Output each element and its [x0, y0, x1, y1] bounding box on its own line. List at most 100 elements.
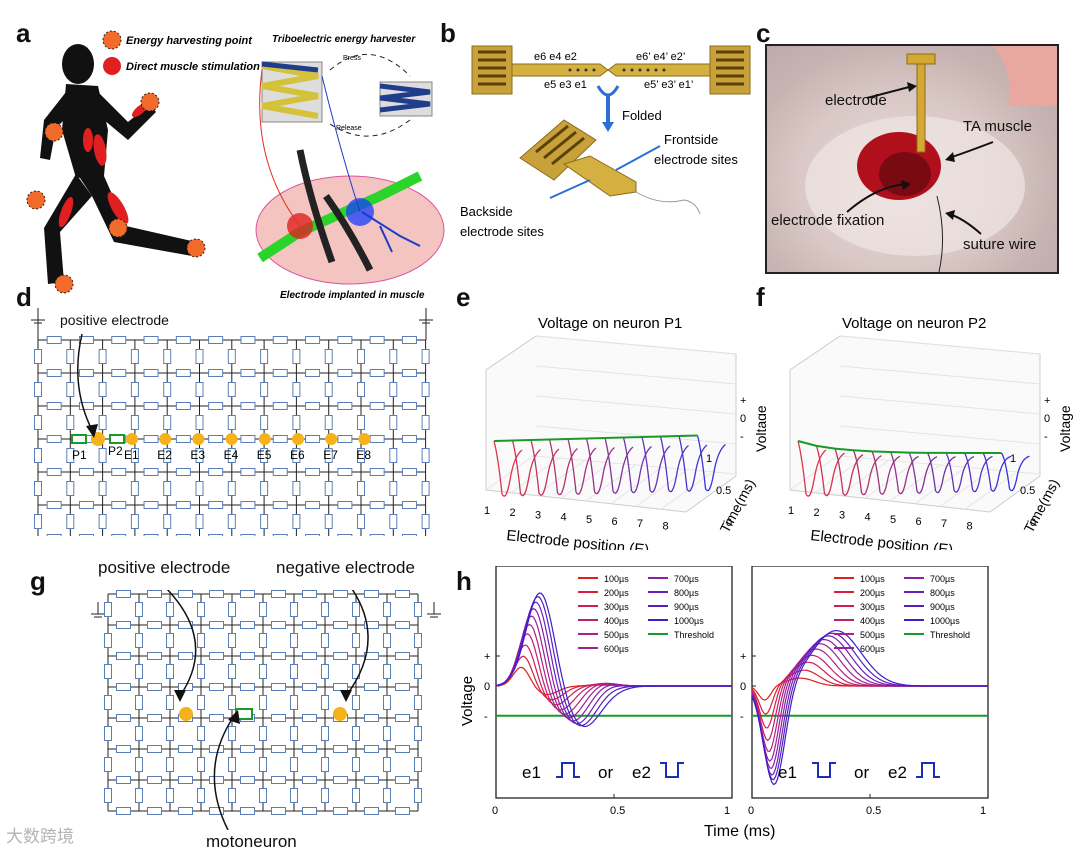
time-tick: 0	[1030, 517, 1036, 529]
resistor	[116, 714, 131, 722]
resistor	[143, 534, 159, 536]
x-tick: 0	[748, 805, 754, 817]
teh-device-left	[261, 61, 323, 123]
resistor	[147, 745, 162, 753]
resistor	[401, 501, 417, 509]
legend-label: 1000µs	[674, 616, 704, 626]
lead-blue	[321, 75, 361, 213]
resistor	[290, 726, 298, 741]
resistor	[78, 336, 94, 344]
resistor	[369, 534, 385, 536]
resistor	[321, 757, 329, 772]
resistor	[364, 745, 379, 753]
time-tick: 1	[1010, 453, 1016, 465]
resistor	[292, 481, 301, 496]
resistor	[414, 726, 422, 741]
legend-label: 600µs	[860, 644, 885, 654]
x-tick: 4	[561, 512, 567, 524]
resistor	[352, 726, 360, 741]
resistor	[290, 602, 298, 617]
resistor	[166, 602, 174, 617]
grid-line	[939, 470, 991, 507]
resistor	[34, 382, 42, 397]
x-axis-label: Electrode position (E)	[506, 527, 650, 550]
resistor	[272, 534, 288, 536]
resistor	[414, 633, 422, 648]
resistor	[364, 807, 379, 815]
resistor	[383, 757, 391, 772]
resistor	[395, 776, 410, 784]
resistor	[197, 602, 205, 617]
resistor	[260, 349, 269, 364]
resistor	[111, 501, 127, 509]
resistor	[383, 695, 391, 710]
resistor	[209, 621, 224, 629]
resistor	[321, 664, 329, 679]
resistor	[209, 714, 224, 722]
resistor	[111, 402, 127, 410]
resistor	[240, 501, 256, 509]
resistor	[104, 664, 112, 679]
resistor	[401, 369, 417, 377]
caption-e2: e2	[632, 763, 651, 782]
resistor	[166, 757, 174, 772]
x-tick: 1	[484, 505, 490, 517]
press-label: Press	[343, 55, 361, 62]
resistor	[143, 402, 159, 410]
grid-line	[914, 467, 966, 505]
neuron-p2	[109, 434, 125, 444]
legend-label: 900µs	[930, 602, 955, 612]
x-tick: 2	[510, 507, 516, 519]
resistor	[66, 382, 75, 397]
pulse-glyph-e2	[660, 762, 684, 778]
resistor	[175, 468, 191, 476]
resistor	[178, 621, 193, 629]
resistor	[259, 726, 267, 741]
resistor	[324, 481, 333, 496]
chart-title: Voltage on neuron P2	[842, 315, 986, 332]
resistor	[421, 349, 430, 364]
caption-e1: e1	[522, 763, 541, 782]
d-positive-label: positive electrode	[60, 312, 169, 328]
grid-line	[839, 365, 1041, 385]
resistor	[209, 590, 224, 598]
resistor	[305, 501, 321, 509]
resistor	[111, 468, 127, 476]
resistor	[383, 664, 391, 679]
g-moto-arrow	[213, 715, 235, 830]
voltage-trace	[659, 436, 689, 493]
voltage-trace	[889, 451, 919, 495]
resistor	[272, 336, 288, 344]
resistor	[46, 336, 62, 344]
pad-right	[709, 45, 751, 95]
resistor	[78, 468, 94, 476]
resistor	[228, 664, 236, 679]
backside-1: Backside	[460, 204, 513, 219]
resistor	[175, 435, 191, 443]
folded-arrow-head	[602, 122, 614, 132]
legend-label: 400µs	[604, 616, 629, 626]
resistor	[389, 349, 398, 364]
resistor	[66, 514, 75, 529]
resistor	[208, 534, 224, 536]
resistor	[352, 695, 360, 710]
voltage-trace	[982, 452, 1012, 492]
resistor	[357, 481, 365, 496]
resistor	[178, 807, 193, 815]
panel-f-letter: f	[756, 282, 765, 312]
c-fixation-label: electrode fixation	[771, 212, 885, 229]
resistor	[240, 369, 256, 377]
resistor	[104, 757, 112, 772]
grid-line	[964, 472, 1016, 510]
resistor	[147, 621, 162, 629]
voltage-trace	[622, 437, 652, 494]
resistor	[290, 664, 298, 679]
x-tick: 4	[865, 512, 871, 524]
resistor	[209, 807, 224, 815]
resistor	[337, 501, 353, 509]
c-arrows	[846, 82, 994, 235]
voltage-tick: -	[740, 431, 744, 443]
resistor	[197, 757, 205, 772]
grid-line	[839, 395, 1041, 415]
